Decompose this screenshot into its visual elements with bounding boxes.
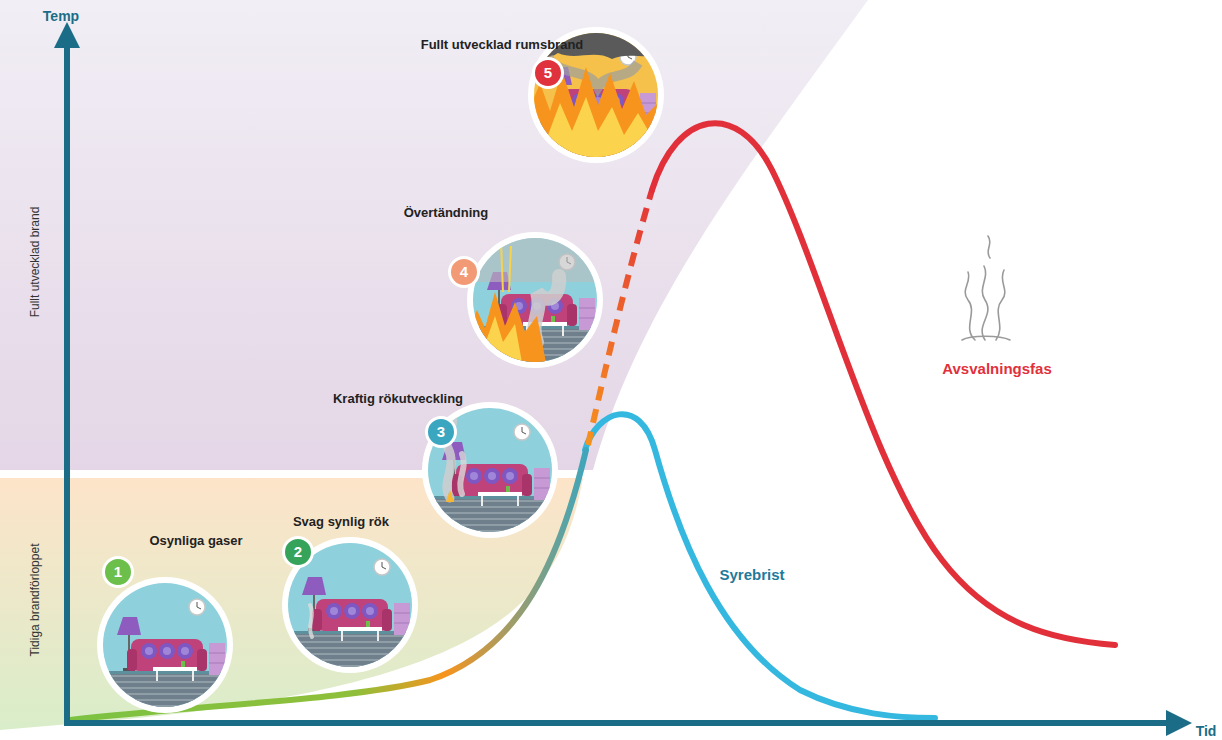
stage-heading: Övertändning	[404, 205, 489, 220]
callout-number: 2	[282, 536, 314, 568]
callout-number: 1	[102, 556, 134, 588]
room-illustration	[467, 232, 603, 368]
stage-heading: Fullt utvecklad rumsbrand	[421, 37, 584, 52]
curve-label: Syrebrist	[719, 566, 784, 583]
phase-band: Fullt utvecklad brand	[0, 0, 600, 470]
smoke-icon	[962, 236, 1010, 340]
stage-heading: Osynliga gaser	[149, 533, 242, 548]
band-label: Fullt utvecklad brand	[28, 207, 42, 318]
early-fire-curve	[70, 450, 586, 720]
stage-circle: Kraftig rökutveckling3	[422, 402, 558, 538]
axis-title: Tid	[1196, 723, 1217, 739]
time-axis	[64, 710, 1192, 736]
stage-circle: Övertändning4	[467, 232, 603, 368]
band-label: Tidiga brandförloppet	[28, 544, 42, 657]
lower-band	[0, 478, 583, 730]
curve-label: Avsvalningsfas	[942, 360, 1052, 377]
callout-number: 5	[532, 57, 564, 89]
callout-number: 4	[448, 256, 480, 288]
stage-circle: Svag synlig rök2	[282, 537, 418, 673]
callout-number: 3	[425, 416, 457, 448]
axis-title: Temp	[43, 8, 79, 24]
stage-circle: Osynliga gaser1	[97, 577, 233, 713]
stage-circle: Fullt utvecklad rumsbrand5	[528, 27, 664, 163]
stage-heading: Svag synlig rök	[293, 514, 389, 529]
room-illustration	[97, 577, 233, 713]
oxygen-deficit-curve	[585, 414, 935, 718]
upper-band	[0, 0, 868, 470]
temp-axis	[54, 22, 80, 724]
full-fire-curve	[652, 123, 1115, 645]
stage-heading: Kraftig rökutveckling	[333, 391, 463, 406]
